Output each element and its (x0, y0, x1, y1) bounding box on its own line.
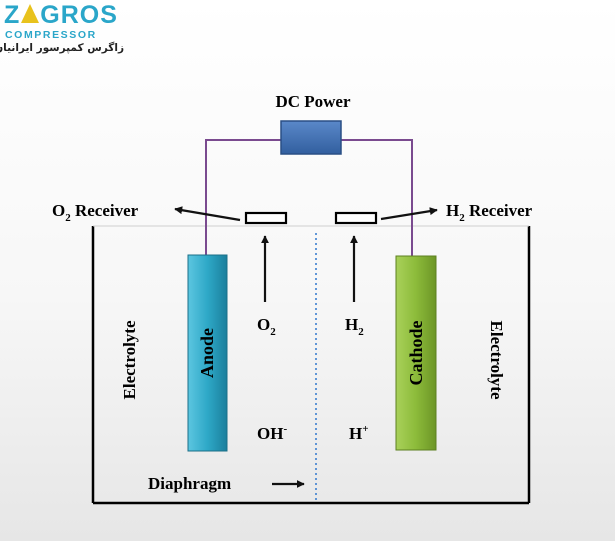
dc-power-supply (280, 120, 342, 155)
logo-brand-prefix: Z (4, 1, 21, 29)
h2-gas-label: H2 (345, 315, 364, 338)
dc-power-label: DC Power (275, 92, 351, 111)
cathode-wire (341, 139, 413, 256)
anode-label: Anode (197, 328, 217, 378)
logo-subtitle: COMPRESSOR (5, 29, 97, 41)
electrolyte-left-label: Electrolyte (120, 320, 139, 399)
o2-receiver-label: O2 Receiver (52, 201, 139, 224)
logo-brand: Z GROS (4, 2, 118, 29)
cathode-electrode (395, 255, 437, 451)
diaphragm-label: Diaphragm (148, 474, 231, 493)
o2-gas-label: O2 (257, 315, 276, 338)
o2-receiver-slot (244, 211, 288, 225)
h2-receiver-label: H2 Receiver (446, 201, 533, 224)
electrolyte-right-label: Electrolyte (487, 321, 506, 400)
logo-triangle-icon (21, 4, 40, 23)
anode-wire (205, 139, 281, 256)
o2-receiver-arrow-icon (174, 206, 241, 222)
zagros-logo: Z GROS COMPRESSOR زاگرس کمپرسور ایرانیان (0, 2, 129, 64)
cathode-label: Cathode (406, 320, 426, 385)
hydrogen-ion-label: H+ (349, 423, 369, 443)
h2-receiver-slot (334, 211, 378, 225)
hydroxide-ion-label: OH- (257, 423, 287, 443)
logo-persian-tagline: زاگرس کمپرسور ایرانیان (0, 42, 124, 54)
anode-electrode (187, 254, 228, 452)
logo-brand-suffix: GROS (40, 1, 118, 29)
h2-receiver-arrow-icon (380, 207, 438, 221)
